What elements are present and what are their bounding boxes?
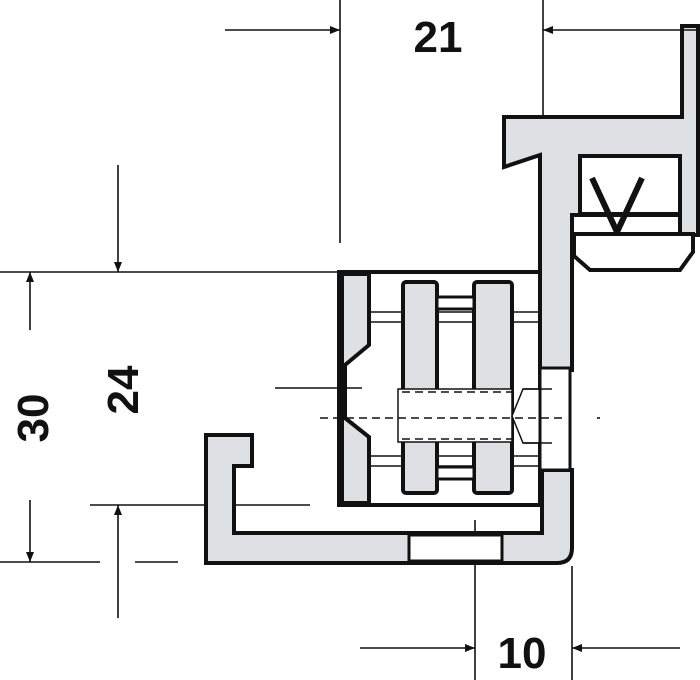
- screw: [397, 388, 513, 443]
- dimension-arrows: [26, 26, 700, 652]
- dimension-label-10: 10: [498, 629, 547, 678]
- disc-1: [401, 280, 439, 495]
- upper-profile: [502, 24, 700, 372]
- disc-2: [472, 280, 514, 495]
- dimension-label-24: 24: [99, 365, 148, 414]
- center-lines: [275, 387, 600, 419]
- dimension-label-21: 21: [414, 13, 463, 62]
- dimension-label-30: 30: [9, 394, 58, 443]
- lower-profile: [204, 433, 574, 565]
- bottom-slot: [407, 533, 504, 563]
- cylinder-housing: [337, 270, 572, 507]
